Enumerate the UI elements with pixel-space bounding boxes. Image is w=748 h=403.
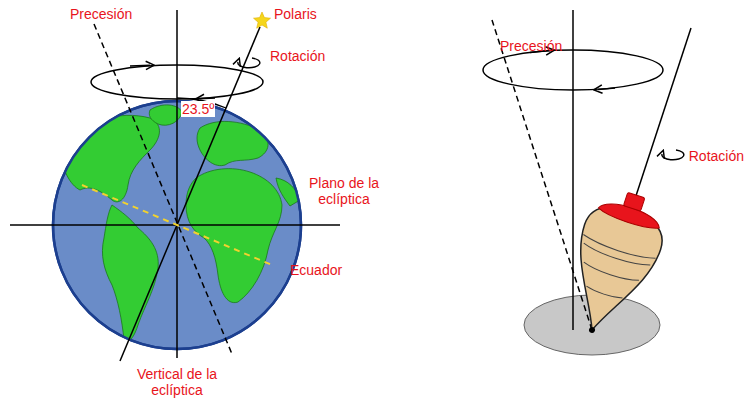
rotation-label: Rotación [689, 148, 744, 164]
precession-ellipse [91, 65, 263, 99]
equator-label: Ecuador [290, 262, 342, 278]
angle-label: 23.5º [181, 101, 215, 117]
top-precession-axis [492, 20, 592, 330]
rotation-label: Rotación [270, 48, 325, 64]
precession-label: Precesión [70, 6, 132, 22]
top-precession-ellipse [483, 50, 663, 90]
top-rotation-arrow [662, 150, 684, 160]
rotation-arrow [238, 58, 260, 68]
precession-axis [94, 24, 232, 354]
spinning-top [553, 183, 674, 346]
rotation-axis [120, 27, 260, 361]
precession-label: Precesión [500, 38, 562, 54]
ecliptic-vertical [176, 10, 178, 358]
polaris-star [254, 12, 271, 28]
equator-line [82, 185, 272, 265]
plane-label: Plano de la eclíptica [298, 175, 390, 207]
vertical-label: Vertical de la eclíptica [122, 366, 232, 398]
star-label: Polaris [274, 6, 317, 22]
top-vertical [572, 10, 574, 330]
